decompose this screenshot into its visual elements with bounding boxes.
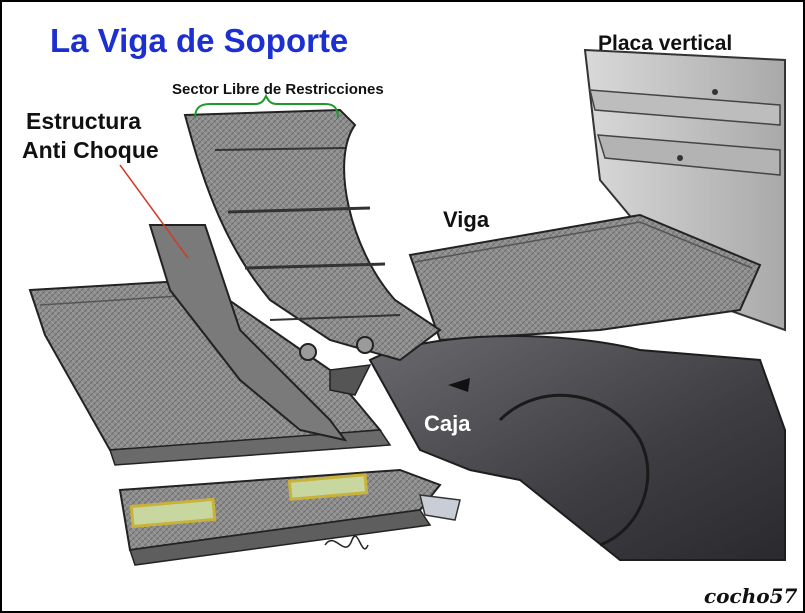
label-placa-vertical: Placa vertical <box>598 32 733 55</box>
caja-body <box>368 335 786 561</box>
sensor-right <box>287 473 369 501</box>
label-estructura-line2: Anti Choque <box>22 137 159 163</box>
sensor-left <box>129 497 217 529</box>
label-viga: Viga <box>443 207 490 232</box>
artist-signature <box>324 535 369 550</box>
label-caja: Caja <box>424 411 471 436</box>
artist-credit: cocho57 <box>704 584 798 608</box>
label-sector-libre: Sector Libre de Restricciones <box>172 81 384 98</box>
diagram-title: La Viga de Soporte <box>50 22 349 59</box>
sector-bracket <box>194 93 339 119</box>
anti-crash-structure <box>148 108 442 442</box>
estructura-pointer <box>119 164 189 259</box>
lower-flap <box>118 468 442 566</box>
label-estructura-line1: Estructura <box>26 108 142 134</box>
mount-bracket <box>419 494 461 521</box>
